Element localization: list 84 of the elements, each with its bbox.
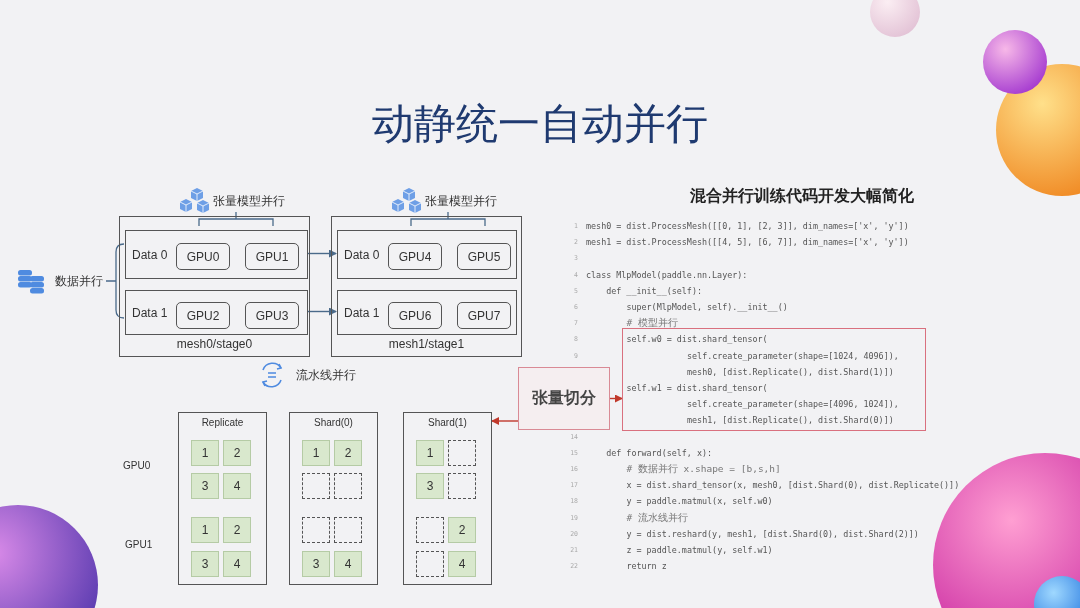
panel-box (178, 412, 267, 585)
panel-title: Replicate (200, 417, 245, 430)
code-line: class MlpModel(paddle.nn.Layer): (586, 268, 748, 281)
gpu-box: GPU6 (388, 302, 442, 329)
tile: 3 (191, 473, 219, 499)
dashed-tile (448, 440, 476, 466)
gpu-box: GPU0 (176, 243, 230, 270)
title: 动静统一自动并行 (371, 99, 709, 149)
code-comment: # 数据并行 x.shape = [b,s,h] (626, 463, 781, 475)
row-box (337, 290, 517, 335)
gpu-box: GPU2 (176, 302, 230, 329)
row-box (125, 290, 308, 335)
row-box (125, 230, 308, 279)
dashed-tile (448, 473, 476, 499)
tile: 4 (223, 551, 251, 577)
code-line: x = dist.shard_tensor(x, mesh0, [dist.Shard(0), dist.Replicate()]) (626, 479, 960, 492)
code-line: self.create_parameter(shape=[4096, 1024]), (687, 398, 899, 411)
code-line: super(MlpModel, self).__init__() (626, 301, 788, 313)
dashed-tile (334, 473, 362, 499)
panel-box (403, 412, 492, 585)
arrow (306, 307, 337, 316)
mesh-box (119, 216, 310, 357)
code-line: z = paddle.matmul(y, self.w1) (626, 544, 773, 556)
code-line: def __init__(self): (606, 284, 702, 297)
dashed-tile (302, 473, 330, 499)
row-box (337, 230, 517, 279)
code-line: self.w0 = dist.shard_tensor( (626, 333, 768, 346)
row-label: Data 1 (132, 304, 169, 322)
code-line: return z (626, 560, 667, 573)
tile: 1 (191, 517, 219, 543)
tile: 2 (334, 440, 362, 466)
panel-title: Shard(1) (427, 417, 468, 430)
tile: 1 (302, 440, 330, 466)
annotation-label: 流水线并行 (296, 367, 356, 384)
callout-box: 张量切分 (518, 367, 610, 430)
tile: 3 (302, 551, 330, 577)
section-heading: 混合并行训练代码开发大幅简化 (690, 186, 914, 206)
code-line: mesh1, [dist.Replicate(), dist.Shard(0)]) (687, 414, 894, 427)
annotation-label: 张量模型并行 (425, 193, 497, 210)
row-label: Data 1 (344, 304, 381, 322)
annotation-label: 数据并行 (55, 273, 103, 290)
arrow (609, 394, 623, 403)
panel-title: Shard(0) (313, 417, 354, 430)
gpu-box: GPU5 (457, 243, 511, 270)
tile: 2 (223, 440, 251, 466)
row-label: Data 0 (132, 246, 169, 264)
dashed-tile (416, 551, 444, 577)
gpu-box: GPU4 (388, 243, 442, 270)
gpu-box: GPU3 (245, 302, 299, 329)
panel-box (289, 412, 378, 585)
code-comment: # 流水线并行 (626, 511, 688, 524)
box-label: mesh0/stage0 (175, 336, 254, 352)
highlight-box (622, 328, 926, 431)
code-line: self.w1 = dist.shard_tensor( (626, 382, 768, 394)
row-label: Data 0 (344, 246, 381, 264)
code-line: def forward(self, x): (606, 446, 713, 459)
tile: 1 (416, 440, 444, 466)
code-line: mesh0 = dist.ProcessMesh([[0, 1], [2, 3]], dim_names=['x', 'y']) (586, 220, 909, 232)
dashed-tile (416, 517, 444, 543)
arrow (306, 249, 337, 258)
dashed-tile (302, 517, 330, 543)
tile: 4 (334, 551, 362, 577)
gpu-box: GPU1 (245, 243, 299, 270)
dashed-tile (334, 517, 362, 543)
arrow (491, 417, 519, 425)
gpu-box: GPU7 (457, 302, 511, 329)
tile: 2 (223, 517, 251, 543)
annotation-label: 张量模型并行 (213, 193, 285, 210)
code-line: y = paddle.matmul(x, self.w0) (626, 495, 773, 508)
tile: 1 (191, 440, 219, 466)
row-label: GPU1 (125, 539, 153, 550)
tile: 4 (223, 473, 251, 499)
mesh-box (331, 216, 522, 357)
tile: 4 (448, 551, 476, 577)
code-comment: # 模型并行 (626, 317, 678, 330)
row-label: GPU0 (123, 460, 151, 471)
tile: 3 (191, 551, 219, 577)
code-line: self.create_parameter(shape=[1024, 4096]), (687, 349, 899, 362)
code-line: mesh1 = dist.ProcessMesh([[4, 5], [6, 7]], dim_names=['x', 'y']) (586, 236, 909, 249)
tile: 3 (416, 473, 444, 499)
code-line: y = dist.reshard(y, mesh1, [dist.Shard(0), dist.Shard(2)]) (626, 527, 919, 540)
code-line: mesh0, [dist.Replicate(), dist.Shard(1)]) (687, 365, 894, 378)
tile: 2 (448, 517, 476, 543)
box-label: mesh1/stage1 (387, 336, 466, 352)
